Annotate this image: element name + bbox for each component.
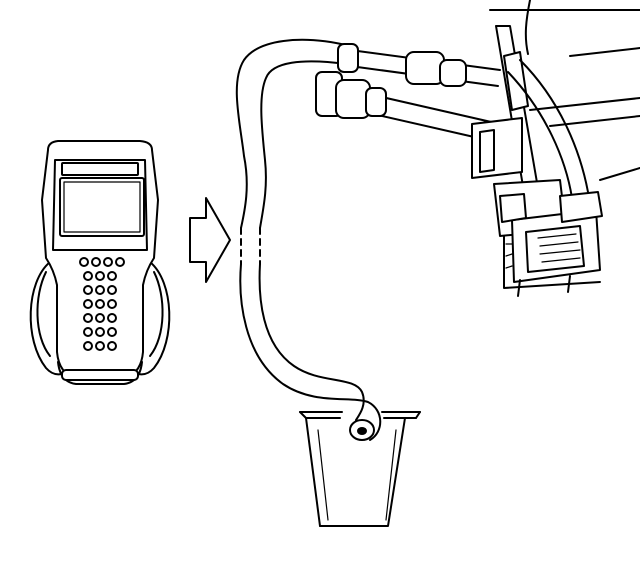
function-key [91, 257, 101, 267]
function-key [79, 257, 89, 267]
keypad-key [83, 341, 93, 351]
keypad-key [107, 327, 117, 337]
drain-hose-icon [235, 38, 382, 441]
keypad-key [95, 299, 105, 309]
keypad-key [107, 313, 117, 323]
keypad-key [83, 271, 93, 281]
keypad-key [83, 327, 93, 337]
scan-tool-keypad [79, 257, 125, 351]
keypad-key [95, 285, 105, 295]
right-arrow-icon [189, 197, 231, 283]
keypad-key [83, 285, 93, 295]
keypad-key [95, 271, 105, 281]
keypad-key [95, 327, 105, 337]
keypad-key [95, 341, 105, 351]
keypad-key [95, 313, 105, 323]
keypad-key [107, 299, 117, 309]
keypad-key [107, 271, 117, 281]
catch-container-icon [299, 411, 421, 527]
keypad-key [83, 299, 93, 309]
keypad-key [83, 313, 93, 323]
keypad-key [107, 341, 117, 351]
keypad-key [107, 285, 117, 295]
function-key [103, 257, 113, 267]
function-key [115, 257, 125, 267]
handheld-scan-tool-icon [29, 140, 171, 385]
fuel-rail-assembly-icon [315, 0, 640, 297]
